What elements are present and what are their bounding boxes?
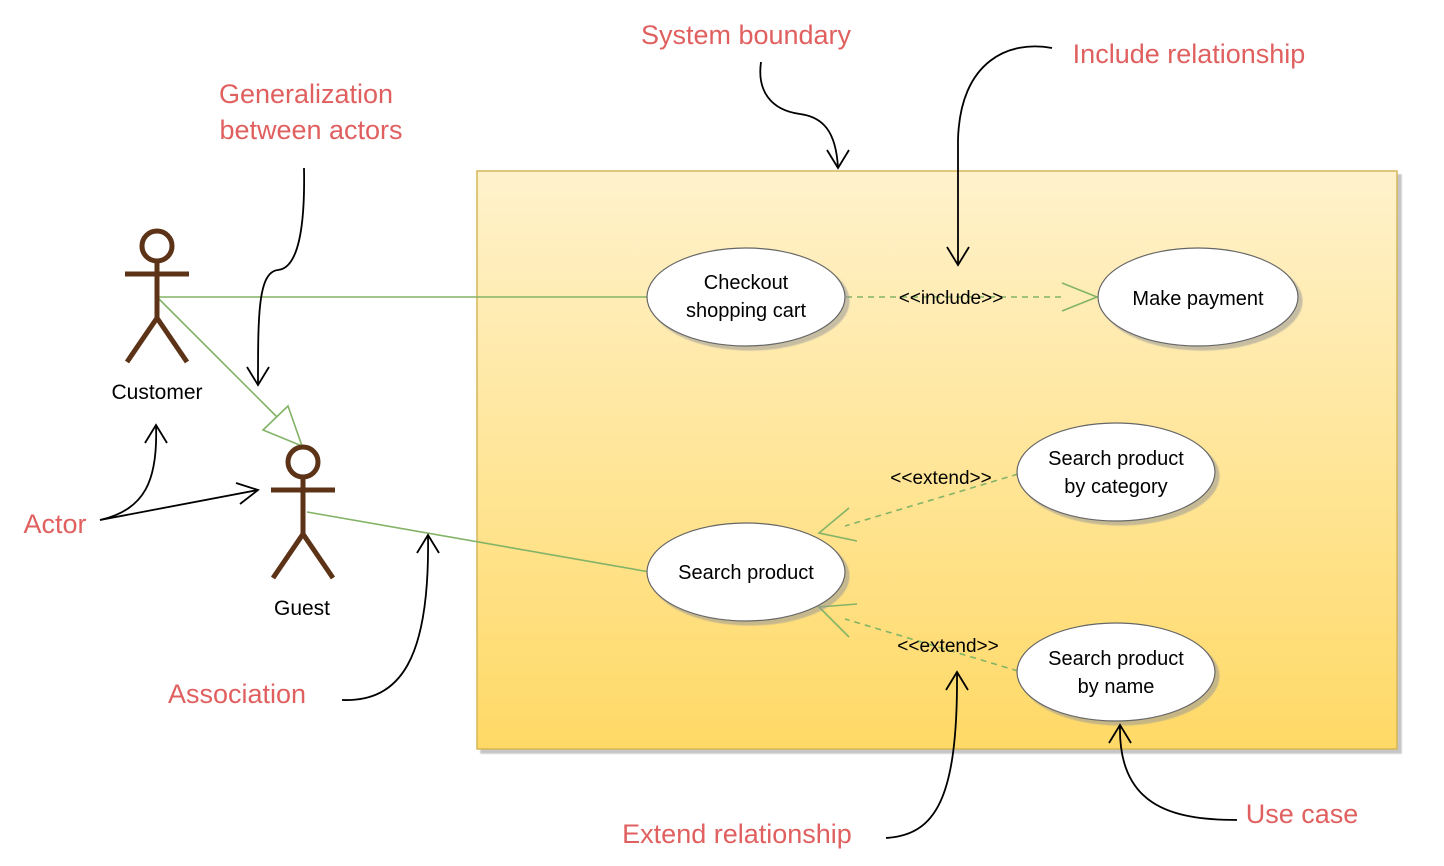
stick-figure-icon	[124, 228, 190, 364]
use-case-make-payment-label: Make payment	[1132, 288, 1264, 310]
include-stereotype: <<include>>	[899, 288, 1004, 309]
callout-system-boundary	[759, 61, 850, 170]
generalization-customer-guest[interactable]	[156, 296, 304, 448]
include-relationship-line[interactable]	[846, 282, 1100, 312]
callout-association	[341, 533, 440, 701]
use-case-checkout-label-1: Checkout	[704, 272, 789, 294]
associations	[157, 296, 651, 573]
callout-include	[946, 45, 1053, 267]
use-case-make-payment[interactable]: Make payment	[1097, 247, 1299, 347]
extend-stereotype-category: <<extend>>	[890, 468, 991, 489]
annotation-association: Association	[168, 679, 306, 709]
extend-relationship-category-line[interactable]	[817, 473, 1019, 542]
use-case-search-by-name-label-1: Search product	[1048, 648, 1184, 670]
generalization-arrowhead	[261, 404, 304, 448]
callout-arrowhead-icon	[246, 366, 270, 387]
extend-arrowhead-name	[817, 603, 858, 638]
annotation-use-case: Use case	[1246, 799, 1359, 829]
callout-generalization	[246, 167, 306, 387]
actor-customer-label: Customer	[111, 381, 202, 404]
callout-arrowhead-icon	[945, 670, 969, 691]
stick-figure-icon	[270, 444, 336, 580]
use-case-checkout[interactable]: Checkout shopping cart	[646, 247, 846, 347]
include-arrowhead	[1061, 282, 1100, 312]
annotation-system-boundary: System boundary	[641, 20, 852, 50]
use-case-search-by-name-label-2: by name	[1078, 676, 1155, 698]
callout-arrowhead-icon	[826, 149, 850, 170]
extend-relationship-name-line[interactable]	[817, 603, 1019, 672]
annotation-include-relationship: Include relationship	[1073, 39, 1306, 69]
association-guest-search[interactable]	[306, 511, 651, 573]
callout-arrowhead-icon	[235, 482, 260, 505]
callout-arrowhead-icon	[1108, 723, 1132, 744]
annotation-generalization-line2: between actors	[219, 115, 402, 145]
callout-arrowhead-icon	[946, 246, 970, 267]
use-case-checkout-label-2: shopping cart	[686, 300, 807, 322]
use-case-search-product-label: Search product	[678, 562, 814, 584]
use-case-search-by-category[interactable]: Search product by category	[1016, 422, 1216, 522]
actor-customer[interactable]	[124, 228, 190, 364]
callout-use-case	[1108, 723, 1238, 821]
callout-extend	[885, 670, 969, 839]
callout-arrowhead-icon	[416, 533, 440, 554]
use-case-search-by-name[interactable]: Search product by name	[1016, 622, 1216, 722]
use-case-search-product[interactable]: Search product	[646, 522, 846, 622]
use-case-search-by-category-label-1: Search product	[1048, 448, 1184, 470]
callout-actor-guest	[99, 482, 260, 521]
extend-stereotype-name: <<extend>>	[897, 636, 998, 657]
annotation-extend-relationship: Extend relationship	[622, 819, 852, 849]
annotation-labels: System boundary Include relationship Gen…	[23, 20, 1358, 849]
actor-guest[interactable]	[270, 444, 336, 580]
callout-arrows	[99, 45, 1238, 839]
actor-guest-label: Guest	[274, 597, 330, 620]
annotation-generalization-line1: Generalization	[219, 79, 393, 109]
callout-actor-customer	[99, 423, 168, 521]
annotation-actor: Actor	[23, 509, 86, 539]
callout-arrowhead-icon	[144, 423, 168, 444]
extend-arrowhead-category	[817, 507, 858, 542]
use-case-search-by-category-label-2: by category	[1064, 476, 1167, 498]
